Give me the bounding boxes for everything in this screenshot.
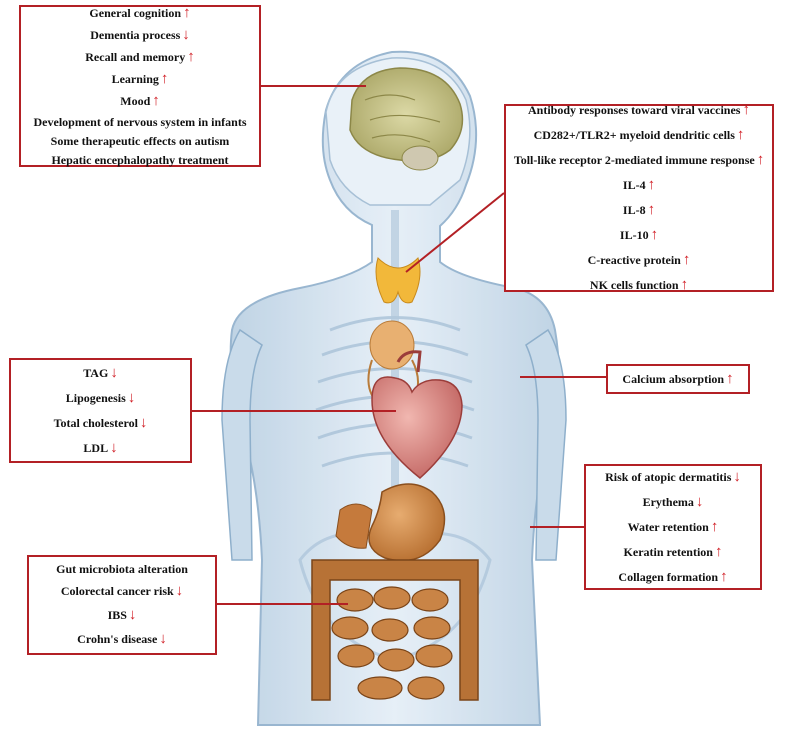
immune-effect-label: CD282+/TLR2+ myeloid dendritic cells	[533, 128, 735, 142]
gut-effect-item: Gut microbiota alteration	[56, 563, 188, 575]
skin-effects-box: Risk of atopic dermatitis↓Erythema↓Water…	[584, 464, 762, 590]
gut-effect-label: IBS	[107, 608, 127, 622]
lipid-effect-item: Lipogenesis↓	[65, 389, 136, 406]
brain-effect-item: General cognition↑	[89, 6, 190, 21]
lipid-effect-item: LDL↓	[83, 439, 118, 456]
brain-effect-item: Dementia process↓	[90, 28, 190, 43]
up-arrow-icon: ↑	[680, 277, 689, 293]
down-arrow-icon: ↓	[695, 493, 704, 510]
brain-effect-label: Some therapeutic effects on autism	[50, 134, 230, 148]
down-arrow-icon: ↓	[127, 389, 136, 406]
immune-effect-label: Toll-like receptor 2-mediated immune res…	[513, 153, 755, 167]
up-arrow-icon: ↑	[152, 93, 160, 109]
up-arrow-icon: ↑	[682, 252, 691, 268]
immune-effect-label: IL-8	[622, 203, 646, 217]
immune-effect-item: IL-4↑	[623, 178, 655, 193]
skin-effect-item: Risk of atopic dermatitis↓	[605, 468, 741, 485]
skin-effect-item: Water retention↑	[627, 518, 719, 535]
immune-effect-item: Antibody responses toward viral vaccines…	[528, 103, 750, 118]
immune-effect-item: Toll-like receptor 2-mediated immune res…	[514, 153, 764, 168]
lipid-effect-label: LDL	[83, 440, 109, 455]
stomach-organ	[335, 483, 446, 562]
calcium-effect-label: Calcium absorption	[622, 371, 725, 386]
gut-effect-label: Gut microbiota alteration	[56, 562, 188, 576]
skin-effect-label: Risk of atopic dermatitis	[605, 469, 732, 484]
lipid-effects-box: TAG↓Lipogenesis↓Total cholesterol↓LDL↓	[9, 358, 192, 463]
up-arrow-icon: ↑	[742, 102, 750, 118]
immune-effect-item: IL-10↑	[620, 228, 658, 243]
gut-effect-label: Colorectal cancer risk	[60, 584, 174, 598]
brain-effect-item: Recall and memory↑	[85, 50, 194, 65]
immune-effects-box: Antibody responses toward viral vaccines…	[504, 103, 774, 293]
skin-effect-label: Keratin retention	[623, 544, 713, 559]
gut-effect-item: IBS↓	[108, 608, 137, 623]
up-arrow-icon: ↑	[756, 152, 765, 168]
brain-effect-label: Learning	[111, 72, 159, 86]
brain-effect-item: Some therapeutic effects on autism	[51, 135, 230, 147]
brain-effect-label: Dementia process	[90, 28, 181, 42]
up-arrow-icon: ↑	[736, 127, 745, 143]
immune-effect-label: Antibody responses toward viral vaccines	[528, 103, 741, 117]
lipid-effect-item: Total cholesterol↓	[53, 414, 148, 431]
immune-effect-item: CD282+/TLR2+ myeloid dendritic cells↑	[534, 128, 745, 143]
gut-effect-item: Crohn's disease↓	[77, 632, 167, 647]
connector-immune	[405, 192, 505, 273]
lipid-effect-label: Total cholesterol	[53, 415, 138, 430]
skin-effect-label: Erythema	[642, 494, 694, 509]
skin-effect-item: Keratin retention↑	[623, 543, 723, 560]
immune-effect-item: C-reactive protein↑	[588, 253, 691, 268]
gut-effect-item: Colorectal cancer risk↓	[61, 584, 183, 599]
up-arrow-icon: ↑	[183, 5, 191, 21]
lipid-effect-label: Lipogenesis	[65, 390, 126, 405]
intestine-organ	[311, 559, 479, 701]
lipid-effect-item: TAG↓	[83, 364, 118, 381]
up-arrow-icon: ↑	[710, 518, 719, 535]
up-arrow-icon: ↑	[187, 49, 195, 65]
skin-effect-label: Water retention	[627, 519, 709, 534]
calcium-effects-box: Calcium absorption↑	[606, 364, 750, 394]
down-arrow-icon: ↓	[182, 27, 190, 43]
skin-effect-item: Erythema↓	[642, 493, 704, 510]
immune-effect-label: C-reactive protein	[587, 253, 681, 267]
up-arrow-icon: ↑	[726, 370, 734, 387]
up-arrow-icon: ↑	[650, 227, 659, 243]
down-arrow-icon: ↓	[110, 364, 118, 381]
gut-effect-label: Crohn's disease	[77, 632, 158, 646]
immune-effect-item: IL-8↑	[623, 203, 655, 218]
immune-effect-label: NK cells function	[589, 278, 679, 292]
immune-effect-label: IL-4	[622, 178, 646, 192]
brain-effect-label: Mood	[120, 94, 151, 108]
brain-effect-label: Recall and memory	[85, 50, 186, 64]
down-arrow-icon: ↓	[733, 468, 741, 485]
brain-effect-label: General cognition	[89, 6, 182, 20]
skin-effect-item: Collagen formation↑	[618, 568, 728, 585]
up-arrow-icon: ↑	[160, 71, 169, 87]
heart-organ	[371, 350, 463, 479]
immune-effect-label: IL-10	[619, 228, 649, 242]
calcium-effect-item: Calcium absorption↑	[622, 370, 734, 387]
brain-effect-item: Mood↑	[120, 94, 160, 109]
brain-effect-label: Development of nervous system in infants	[33, 115, 247, 129]
brain-effects-box: General cognition↑Dementia process↓Recal…	[19, 5, 261, 167]
skin-effect-label: Collagen formation	[618, 569, 719, 584]
brain-effect-item: Hepatic encephalopathy treatment	[51, 154, 228, 166]
down-arrow-icon: ↓	[159, 631, 167, 647]
up-arrow-icon: ↑	[720, 568, 728, 585]
up-arrow-icon: ↑	[714, 543, 723, 560]
up-arrow-icon: ↑	[647, 177, 656, 193]
brain-organ	[349, 67, 464, 171]
immune-effect-item: NK cells function↑	[590, 278, 688, 293]
down-arrow-icon: ↓	[139, 414, 148, 431]
lipid-effect-label: TAG	[83, 365, 109, 380]
up-arrow-icon: ↑	[647, 202, 656, 218]
brain-effect-item: Learning↑	[112, 72, 169, 87]
down-arrow-icon: ↓	[110, 439, 118, 456]
down-arrow-icon: ↓	[175, 583, 184, 599]
brain-effect-label: Hepatic encephalopathy treatment	[51, 153, 229, 167]
brain-effect-item: Development of nervous system in infants	[34, 116, 247, 128]
down-arrow-icon: ↓	[128, 607, 137, 623]
